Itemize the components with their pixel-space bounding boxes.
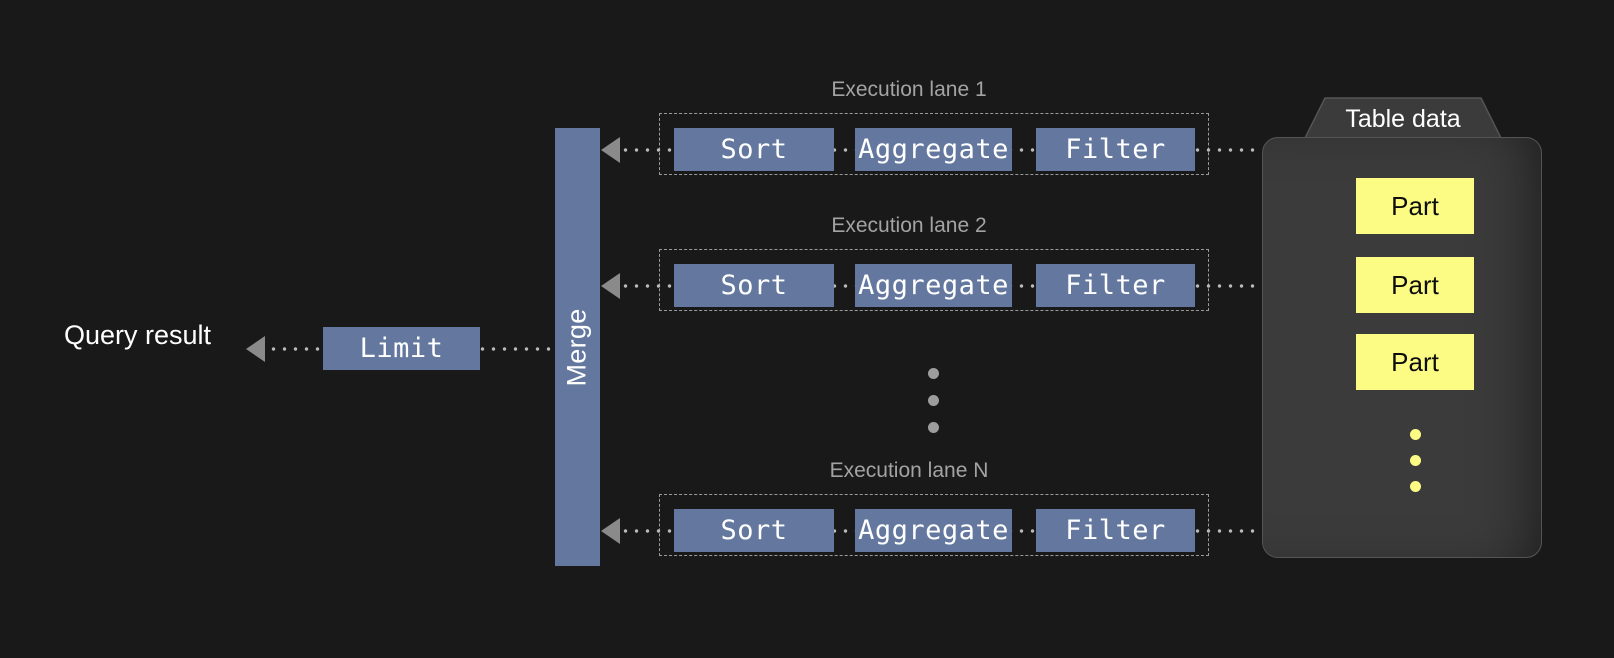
part-label: Part — [1391, 269, 1439, 300]
lane-2-sort-box[interactable]: Sort — [674, 264, 834, 307]
lane-2-sort-label: Sort — [720, 270, 788, 301]
arrow-to-query-result-icon — [246, 336, 265, 362]
merge-operator-label: Merge — [562, 307, 592, 387]
lane-1-sort-box[interactable]: Sort — [674, 128, 834, 171]
lane-n-aggregate-label: Aggregate — [858, 515, 1009, 546]
lane-n-sort-box[interactable]: Sort — [674, 509, 834, 552]
part-box[interactable]: Part — [1356, 334, 1474, 390]
lane-n-aggregate-box[interactable]: Aggregate — [855, 509, 1012, 552]
lane-ellipsis-dot — [928, 422, 939, 433]
execution-lane-2-boundary — [659, 249, 1209, 311]
arrow-lane-2-to-merge-icon — [601, 273, 620, 299]
part-box[interactable]: Part — [1356, 257, 1474, 313]
query-result-label: Query result — [64, 320, 212, 350]
lane-1-aggregate-label: Aggregate — [858, 134, 1009, 165]
lane-2-filter-box[interactable]: Filter — [1036, 264, 1195, 307]
lane-1-filter-box[interactable]: Filter — [1036, 128, 1195, 171]
merge-operator-bar[interactable]: Merge — [555, 128, 600, 566]
table-data-title: Table data — [1345, 105, 1461, 133]
lane-1-filter-label: Filter — [1065, 134, 1166, 165]
lane-n-sort-label: Sort — [720, 515, 788, 546]
part-ellipsis-icon — [1410, 429, 1421, 492]
execution-lane-1-label: Execution lane 1 — [831, 78, 987, 101]
limit-operator-box[interactable]: Limit — [323, 327, 480, 370]
arrow-lane-n-to-merge-icon — [601, 518, 620, 544]
execution-lane-1-boundary — [659, 113, 1209, 175]
limit-operator-label: Limit — [359, 333, 444, 364]
lane-2-aggregate-label: Aggregate — [858, 270, 1009, 301]
part-label: Part — [1391, 346, 1439, 377]
execution-lane-n-boundary — [659, 494, 1209, 556]
lane-1-aggregate-box[interactable]: Aggregate — [855, 128, 1012, 171]
part-ellipsis-dot — [1410, 455, 1421, 466]
part-box[interactable]: Part — [1356, 178, 1474, 234]
lane-2-aggregate-box[interactable]: Aggregate — [855, 264, 1012, 307]
execution-lane-n-label: Execution lane N — [829, 459, 989, 482]
lane-ellipsis-icon — [928, 368, 939, 433]
lane-ellipsis-dot — [928, 368, 939, 379]
lane-n-filter-box[interactable]: Filter — [1036, 509, 1195, 552]
arrow-lane-1-to-merge-icon — [601, 137, 620, 163]
part-ellipsis-dot — [1410, 481, 1421, 492]
lane-1-sort-label: Sort — [720, 134, 788, 165]
lane-2-filter-label: Filter — [1065, 270, 1166, 301]
lane-n-filter-label: Filter — [1065, 515, 1166, 546]
execution-lane-2-label: Execution lane 2 — [831, 214, 987, 237]
lane-ellipsis-dot — [928, 395, 939, 406]
part-label: Part — [1391, 190, 1439, 221]
part-ellipsis-dot — [1410, 429, 1421, 440]
